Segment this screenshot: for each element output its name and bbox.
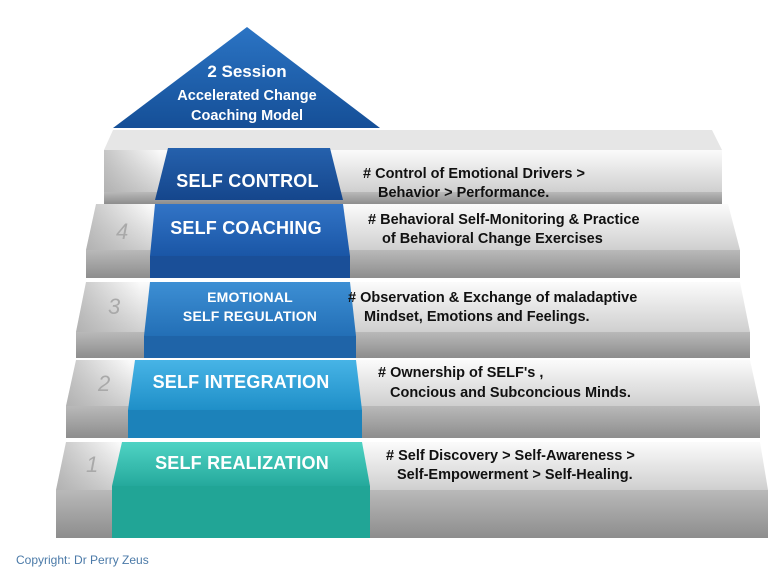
- step-1-desc-line1: # Self Discovery > Self-Awareness >: [386, 448, 635, 464]
- roof-subtitle-line2: Coaching Model: [191, 108, 303, 124]
- step-1: [56, 442, 768, 538]
- roof-arrow: [113, 27, 380, 128]
- step-5-title: SELF CONTROL: [176, 171, 319, 191]
- step-2: [66, 360, 760, 438]
- step-3-desc-line1: # Observation & Exchange of maladaptive: [348, 290, 638, 306]
- roof-subtitle-line1: Accelerated Change: [177, 88, 317, 104]
- step-1-desc-line2: Self-Empowerment > Self-Healing.: [397, 467, 633, 483]
- step-2-desc-line2: Concious and Subconcious Minds.: [390, 385, 631, 401]
- step-4: [86, 204, 740, 278]
- step-4-desc-line1: # Behavioral Self-Monitoring & Practice: [368, 212, 640, 228]
- step-3-title-line2: SELF REGULATION: [182, 308, 318, 324]
- roof-title: 2 Session: [207, 62, 287, 81]
- step-1-title: SELF REALIZATION: [155, 453, 329, 473]
- step-2-desc-line1: # Ownership of SELF's ,: [378, 365, 544, 381]
- step-2-title: SELF INTEGRATION: [152, 372, 330, 392]
- step-4-number: 4: [116, 219, 129, 244]
- step-4-desc-line2: of Behavioral Change Exercises: [382, 231, 603, 247]
- step-3-number: 3: [108, 294, 121, 319]
- step-3: [76, 282, 750, 358]
- step-2-number: 2: [98, 371, 111, 396]
- step-3-desc-line2: Mindset, Emotions and Feelings.: [364, 309, 590, 325]
- copyright-text: Copyright: Dr Perry Zeus: [16, 553, 149, 567]
- step-4-title: SELF COACHING: [170, 218, 322, 238]
- step-5-desc-line1: # Control of Emotional Drivers >: [363, 166, 585, 182]
- step-5-desc-line2: Behavior > Performance.: [378, 185, 550, 201]
- step-3-title-line1: EMOTIONAL: [207, 289, 293, 305]
- step-1-number: 1: [86, 452, 99, 477]
- step-5: [104, 148, 722, 204]
